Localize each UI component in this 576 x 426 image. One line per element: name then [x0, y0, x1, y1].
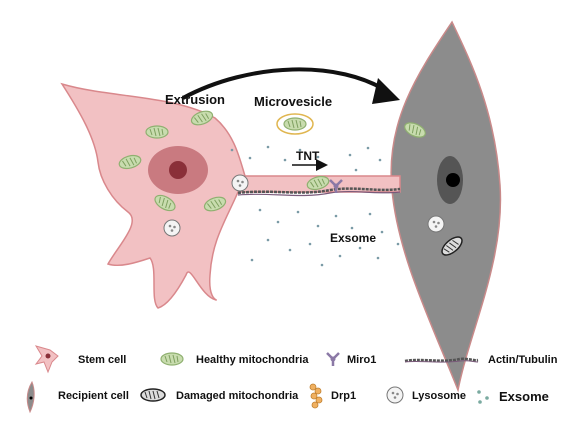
label-extrusion: Extrusion [165, 92, 225, 107]
recipient-cell [390, 20, 502, 393]
label-microvesicle: Microvesicle [254, 94, 332, 109]
label-exosome: Exsome [330, 231, 376, 245]
legend-recipient-cell: Recipient cell [58, 390, 129, 402]
tnt-miro1 [329, 179, 343, 193]
legend: Stem cell Healthy mitochondria Miro1 Act… [26, 345, 558, 414]
legend-stem-cell: Stem cell [78, 354, 126, 366]
legend-damaged-mitochondria: Damaged mitochondria [176, 390, 299, 402]
exosome-icon [477, 390, 489, 404]
microvesicle [276, 113, 314, 135]
drp1-icon [309, 383, 323, 409]
stem-cell-icon [34, 345, 59, 374]
tnt-actin-tubulin [237, 187, 401, 195]
healthy-mitochondria-icon [160, 352, 184, 366]
legend-miro1: Miro1 [347, 354, 376, 366]
legend-exosome: Exsome [499, 389, 549, 404]
recipient-cell-icon [26, 380, 35, 414]
legend-healthy-mitochondria: Healthy mitochondria [196, 354, 309, 366]
exosome-dots [230, 145, 400, 267]
legend-lysosome: Lysosome [412, 390, 466, 402]
legend-actin-tubulin: Actin/Tubulin [488, 354, 558, 366]
stem-healthy-mitochondria-1 [145, 125, 169, 139]
stem-lysosome [231, 174, 249, 192]
actin-tubulin-icon [404, 357, 479, 363]
stem-lysosome-2 [163, 219, 181, 237]
label-tnt: TNT [296, 149, 320, 163]
damaged-mitochondria-icon [140, 388, 166, 402]
stem-cell [60, 82, 401, 309]
lysosome-icon [386, 386, 404, 404]
extrusion-arrow [182, 67, 390, 100]
legend-drp1: Drp1 [331, 390, 356, 402]
recipient-nucleolus [446, 173, 460, 187]
recipient-lysosome [427, 215, 445, 233]
stem-nucleolus [169, 161, 187, 179]
miro1-icon [326, 352, 340, 366]
